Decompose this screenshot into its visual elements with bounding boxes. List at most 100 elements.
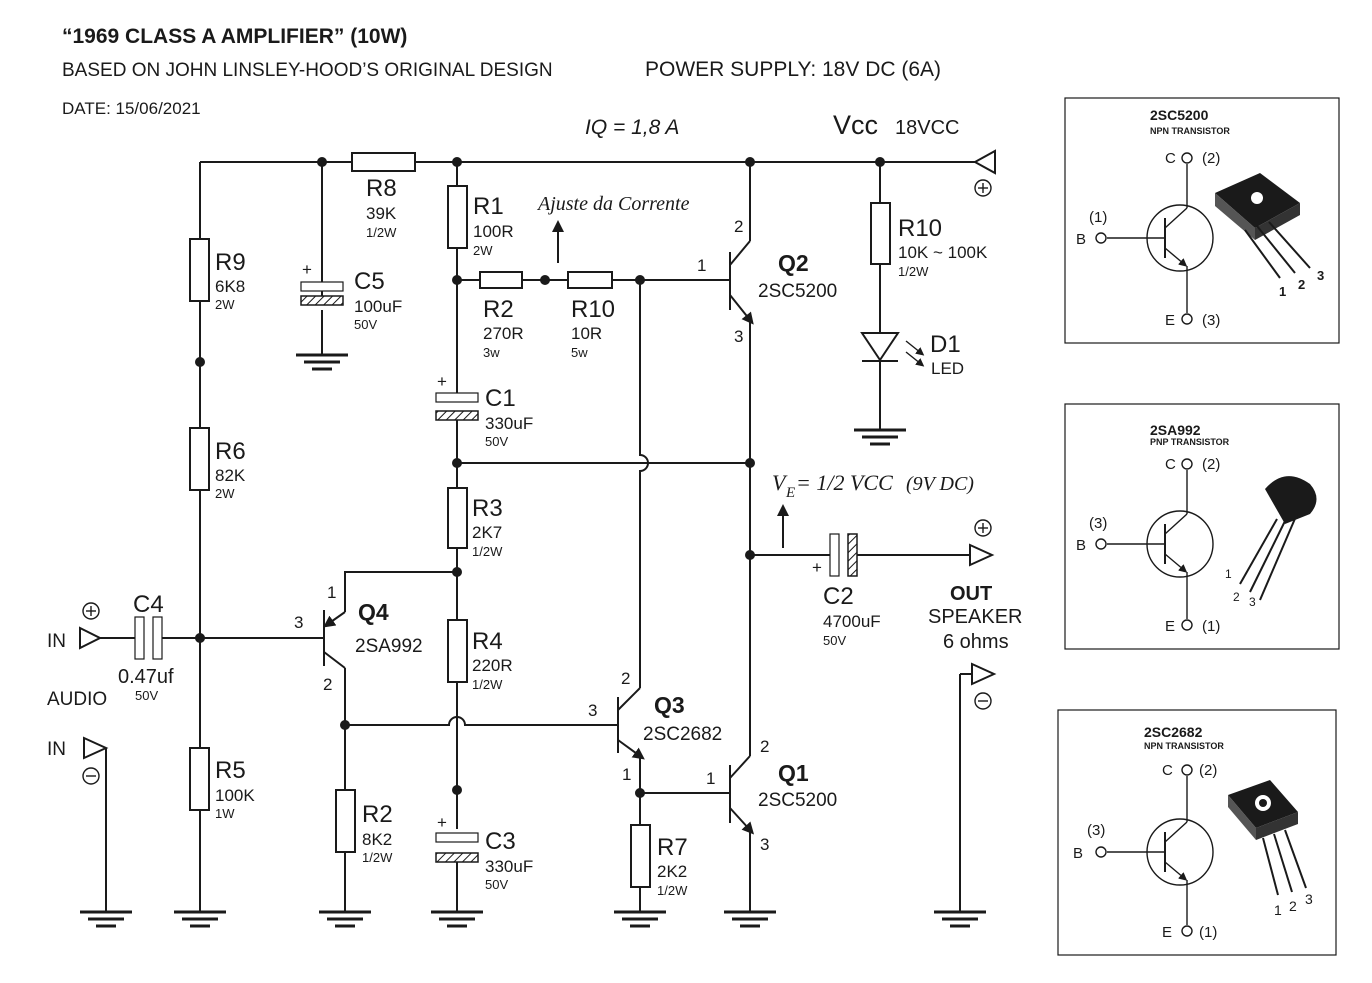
pinout-2sc5200: 2SC5200 NPN TRANSISTOR C (2) B (1) E (3) <box>1064 97 1340 344</box>
resistor-r10-10r: R10 10R 5w <box>567 271 615 360</box>
svg-text:1/2W: 1/2W <box>657 883 688 898</box>
junctions <box>195 157 885 798</box>
diagram-title: “1969 CLASS A AMPLIFIER” (10W) <box>62 25 407 48</box>
svg-text:(2): (2) <box>1202 150 1220 167</box>
svg-text:(1): (1) <box>1199 924 1217 941</box>
svg-text:100uF: 100uF <box>354 297 402 316</box>
svg-text:2: 2 <box>734 217 743 236</box>
svg-text:2W: 2W <box>215 297 235 312</box>
svg-text:IN: IN <box>47 739 66 760</box>
svg-text:100R: 100R <box>473 222 514 241</box>
svg-text:D1: D1 <box>930 331 961 358</box>
svg-text:Q4: Q4 <box>358 599 389 625</box>
svg-text:2: 2 <box>760 737 769 756</box>
input-ground-terminal: IN <box>47 736 109 785</box>
svg-text:2W: 2W <box>215 486 235 501</box>
resistor-r9: R9 6K8 2W <box>189 238 246 312</box>
svg-text:270R: 270R <box>483 324 524 343</box>
svg-text:R7: R7 <box>657 834 688 861</box>
capacitor-c4: C4 0.47uf 50V <box>118 591 174 703</box>
svg-text:1: 1 <box>1279 284 1286 299</box>
svg-text:5w: 5w <box>571 345 588 360</box>
led-d1: D1 LED <box>860 331 964 378</box>
capacitor-c1: + C1 330uF 50V <box>435 372 533 449</box>
svg-text:OUT: OUT <box>950 583 992 605</box>
svg-text:PNP TRANSISTOR: PNP TRANSISTOR <box>1150 437 1230 447</box>
svg-text:B: B <box>1076 537 1086 554</box>
svg-text:R10: R10 <box>898 215 942 242</box>
svg-text:3w: 3w <box>483 345 500 360</box>
svg-text:1: 1 <box>697 256 706 275</box>
svg-text:3: 3 <box>1305 891 1313 907</box>
svg-text:R3: R3 <box>472 495 503 522</box>
resistor-r10-trim: R10 10K ~ 100K 1/2W <box>870 202 988 279</box>
iq-annotation: IQ = 1,8 A <box>585 116 679 139</box>
svg-text:C5: C5 <box>354 268 385 295</box>
svg-text:1: 1 <box>1225 567 1232 581</box>
svg-text:2SC5200: 2SC5200 <box>1150 107 1209 123</box>
svg-text:2: 2 <box>323 675 332 694</box>
svg-text:IN: IN <box>47 631 66 652</box>
power-supply-note: POWER SUPPLY: 18V DC (6A) <box>645 58 941 81</box>
vcc-value: 18VCC <box>895 117 959 139</box>
svg-text:3: 3 <box>1249 595 1256 609</box>
transistor-q2: 2 1 3 Q2 2SC5200 <box>697 217 837 346</box>
svg-text:3: 3 <box>1317 268 1324 283</box>
svg-text:50V: 50V <box>485 434 508 449</box>
svg-text:1: 1 <box>1274 902 1282 918</box>
svg-text:2K7: 2K7 <box>472 523 502 542</box>
svg-text:R10: R10 <box>571 296 615 323</box>
svg-text:1/2W: 1/2W <box>472 544 503 559</box>
svg-text:+: + <box>812 558 822 577</box>
svg-text:(1): (1) <box>1202 618 1220 635</box>
output-ground-terminal <box>960 662 997 710</box>
svg-text:C1: C1 <box>485 385 516 412</box>
adjust-annotation: Ajuste da Corrente <box>536 193 690 215</box>
svg-text:0.47uf: 0.47uf <box>118 666 174 688</box>
svg-text:10K ~ 100K: 10K ~ 100K <box>898 243 988 262</box>
ground-icon <box>80 910 132 928</box>
ground-icon <box>431 910 483 928</box>
svg-text:V: V <box>772 470 788 495</box>
svg-text:50V: 50V <box>823 633 846 648</box>
resistor-r6: R6 82K 2W <box>189 427 246 501</box>
ground-icon <box>319 910 371 928</box>
svg-text:R2: R2 <box>483 296 514 323</box>
svg-text:(1): (1) <box>1089 209 1107 226</box>
svg-text:2W: 2W <box>473 243 493 258</box>
svg-text:(3): (3) <box>1089 515 1107 532</box>
svg-text:Q3: Q3 <box>654 692 685 718</box>
svg-text:B: B <box>1076 231 1086 248</box>
svg-text:C: C <box>1162 762 1173 779</box>
svg-text:(3): (3) <box>1087 822 1105 839</box>
svg-text:2SA992: 2SA992 <box>1150 422 1201 438</box>
svg-text:3: 3 <box>760 835 769 854</box>
svg-text:2: 2 <box>1289 898 1297 914</box>
svg-text:2SC2682: 2SC2682 <box>1144 724 1203 740</box>
svg-text:6K8: 6K8 <box>215 277 245 296</box>
svg-text:10R: 10R <box>571 324 602 343</box>
vcc-label: Vcc <box>833 110 878 140</box>
to126-package-icon: 1 2 3 <box>1228 780 1313 918</box>
svg-text:2K2: 2K2 <box>657 862 687 881</box>
svg-text:B: B <box>1073 845 1083 862</box>
header: “1969 CLASS A AMPLIFIER” (10W) BASED ON … <box>62 25 941 118</box>
svg-text:R1: R1 <box>473 193 504 220</box>
ground-symbols <box>80 353 986 928</box>
svg-text:8K2: 8K2 <box>362 830 392 849</box>
svg-text:2SC2682: 2SC2682 <box>643 724 722 745</box>
date-note: DATE: 15/06/2021 <box>62 99 201 118</box>
to92-package-icon: 1 2 3 <box>1225 476 1317 609</box>
svg-text:R5: R5 <box>215 757 246 784</box>
svg-text:Q1: Q1 <box>778 760 809 786</box>
svg-text:4700uF: 4700uF <box>823 612 881 631</box>
svg-text:(2): (2) <box>1199 762 1217 779</box>
svg-text:= 1/2 VCC: = 1/2 VCC <box>796 470 893 495</box>
svg-text:NPN TRANSISTOR: NPN TRANSISTOR <box>1144 741 1224 751</box>
capacitor-c2: + C2 4700uF 50V <box>812 533 881 648</box>
capacitor-c3: + C3 330uF 50V <box>435 813 533 892</box>
resistor-r2-8k2: R2 8K2 1/2W <box>335 789 393 865</box>
svg-text:R6: R6 <box>215 438 246 465</box>
transistor-q4: 1 3 2 Q4 2SA992 <box>294 583 423 694</box>
